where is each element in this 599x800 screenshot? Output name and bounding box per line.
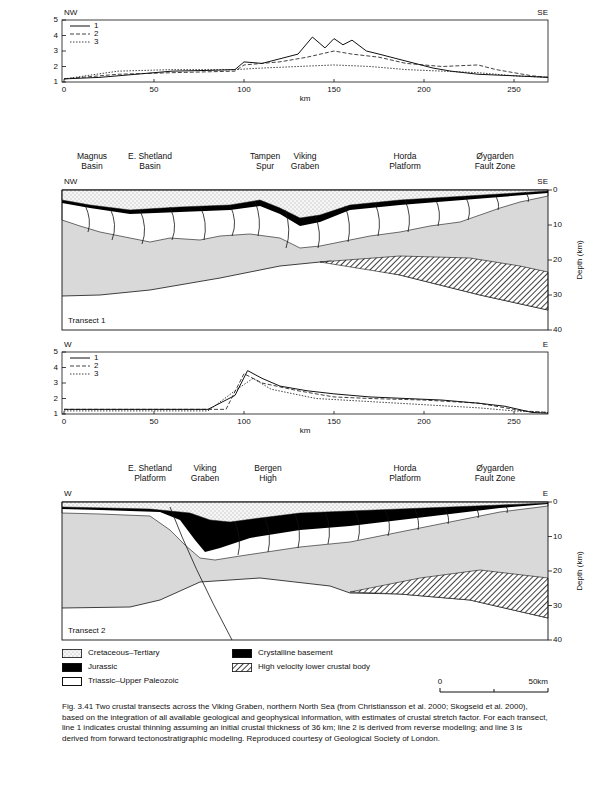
legend-text: Cretaceous–Tertiary	[88, 648, 160, 658]
depth-tick: 10	[553, 532, 562, 542]
legend-line-sample	[70, 370, 90, 378]
place-name: E. Shetland Basin	[125, 151, 175, 171]
axis-tick: 100	[237, 417, 250, 427]
axis-tick: 0	[62, 85, 66, 95]
legend-text: 3	[94, 37, 98, 47]
axis-tick: 200	[417, 85, 430, 95]
direction-label: E	[543, 489, 548, 499]
figure-caption: Fig. 3.41 Two crustal transects across t…	[62, 702, 548, 744]
place-name: Tampen Spur	[245, 151, 285, 171]
legend-text: Triassic–Upper Paleozoic	[88, 676, 178, 686]
place-name: E. Shetland Platform	[125, 463, 175, 483]
legend-entry: Jurassic	[62, 662, 117, 672]
depth-tick: 0	[553, 185, 557, 195]
axis-tick: 150	[327, 417, 340, 427]
direction-label: SE	[537, 8, 548, 18]
place-name: Viking Graben	[185, 463, 225, 483]
axis-tick: 100	[237, 85, 250, 95]
depth-tick: 40	[553, 635, 562, 645]
legend-entry: Triassic–Upper Paleozoic	[62, 676, 178, 686]
depth-tick: 10	[553, 220, 562, 230]
legend-text: 3	[94, 369, 98, 379]
axis-tick: 3	[54, 46, 58, 56]
axis-tick: 50	[150, 417, 159, 427]
legend-entry: 3	[70, 37, 98, 47]
place-name: Viking Graben	[285, 151, 325, 171]
axis-tick: 200	[417, 417, 430, 427]
legend-swatch	[232, 649, 252, 658]
axis-tick: 4	[54, 31, 58, 41]
axis-tick: 0	[62, 417, 66, 427]
legend-entry: High velocity lower crustal body	[232, 662, 370, 672]
depth-tick: 30	[553, 290, 562, 300]
axis-tick: 4	[54, 363, 58, 373]
depth-tick: 0	[553, 497, 557, 507]
axis-tick: 2	[54, 62, 58, 72]
axis-tick: 1	[54, 409, 58, 419]
direction-label: W	[64, 489, 72, 499]
axis-title: Depth (km)	[575, 240, 585, 280]
place-name: Øygarden Fault Zone	[470, 463, 520, 483]
legend-text: Jurassic	[88, 662, 117, 672]
depth-tick: 20	[553, 566, 562, 576]
axis-title: km	[300, 426, 311, 436]
axis-tick: 5	[54, 15, 58, 25]
scale-label: 0	[438, 677, 442, 687]
legend-line-sample	[70, 38, 90, 46]
place-name: Øygarden Fault Zone	[470, 151, 520, 171]
direction-label: NW	[64, 8, 77, 18]
legend-line-sample	[70, 22, 90, 30]
panel-label: Transect 2	[67, 626, 107, 636]
legend-line-sample	[70, 354, 90, 362]
legend-text: Crystalline basement	[258, 648, 333, 658]
legend-swatch	[62, 677, 82, 686]
axis-tick: 1	[54, 77, 58, 87]
place-name: Magnus Basin	[70, 151, 114, 171]
legend-line-sample	[70, 30, 90, 38]
axis-tick: 3	[54, 378, 58, 388]
axis-tick: 250	[507, 85, 520, 95]
legend-entry: Cretaceous–Tertiary	[62, 648, 160, 658]
legend-entry: Crystalline basement	[232, 648, 333, 658]
legend-entry: 3	[70, 369, 98, 379]
axis-tick: 150	[327, 85, 340, 95]
axis-tick: 50	[150, 85, 159, 95]
panel-label: Transect 1	[67, 316, 107, 326]
depth-tick: 20	[553, 255, 562, 265]
axis-tick: 5	[54, 347, 58, 357]
legend-text: High velocity lower crustal body	[258, 662, 370, 672]
depth-tick: 30	[553, 601, 562, 611]
scale-label: 50km	[528, 677, 548, 687]
legend-line-sample	[70, 362, 90, 370]
place-name: Horda Platform	[382, 151, 428, 171]
direction-label: NW	[64, 177, 77, 187]
legend-pattern-sample	[232, 663, 252, 672]
axis-title: km	[300, 94, 311, 104]
legend-swatch	[62, 663, 82, 672]
place-name: Horda Platform	[382, 463, 428, 483]
direction-label: SE	[537, 177, 548, 187]
place-name: Bergen High	[250, 463, 286, 483]
axis-tick: 2	[54, 394, 58, 404]
direction-label: W	[64, 340, 72, 350]
axis-tick: 250	[507, 417, 520, 427]
axis-title: Depth (km)	[575, 551, 585, 591]
legend-pattern-sample	[62, 649, 82, 658]
direction-label: E	[543, 340, 548, 350]
depth-tick: 40	[553, 325, 562, 335]
